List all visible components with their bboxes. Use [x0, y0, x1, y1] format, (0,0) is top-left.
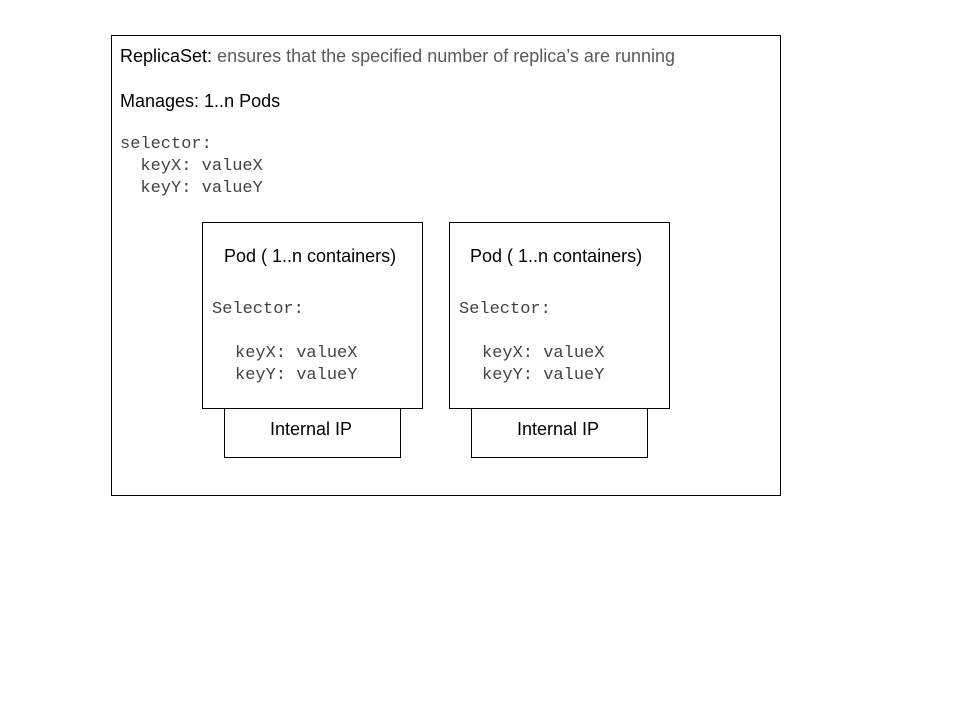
pod-box-1	[202, 222, 423, 409]
pod-selector-key-y-1: keyY: valueY	[235, 366, 358, 385]
pod-selector-key-x-2: keyX: valueX	[482, 344, 605, 363]
internal-ip-box-1	[224, 408, 401, 458]
replicaset-manages: Manages: 1..n Pods	[120, 91, 281, 111]
replicaset-selector-key-y: keyY: valueY	[120, 179, 263, 198]
pod-selector-key-x-1: keyX: valueX	[235, 344, 358, 363]
pod-selector-label-2: Selector:	[459, 300, 551, 319]
pod-title-1: Pod ( 1..n containers)	[224, 246, 397, 266]
replicaset-selector-label: selector:	[120, 135, 212, 154]
pod-box-2	[449, 222, 670, 409]
replicaset-title: ReplicaSet: ensures that the specified n…	[120, 45, 675, 67]
internal-ip-label-1: Internal IP	[270, 419, 353, 439]
replicaset-description: ensures that the specified number of rep…	[212, 46, 675, 66]
replicaset-name: ReplicaSet:	[120, 46, 213, 66]
internal-ip-label-2: Internal IP	[517, 419, 600, 439]
pod-title-2: Pod ( 1..n containers)	[470, 246, 643, 266]
pod-selector-key-y-2: keyY: valueY	[482, 366, 605, 385]
internal-ip-box-2	[471, 408, 648, 458]
pod-selector-label-1: Selector:	[212, 300, 304, 319]
replicaset-selector-key-x: keyX: valueX	[120, 157, 263, 176]
